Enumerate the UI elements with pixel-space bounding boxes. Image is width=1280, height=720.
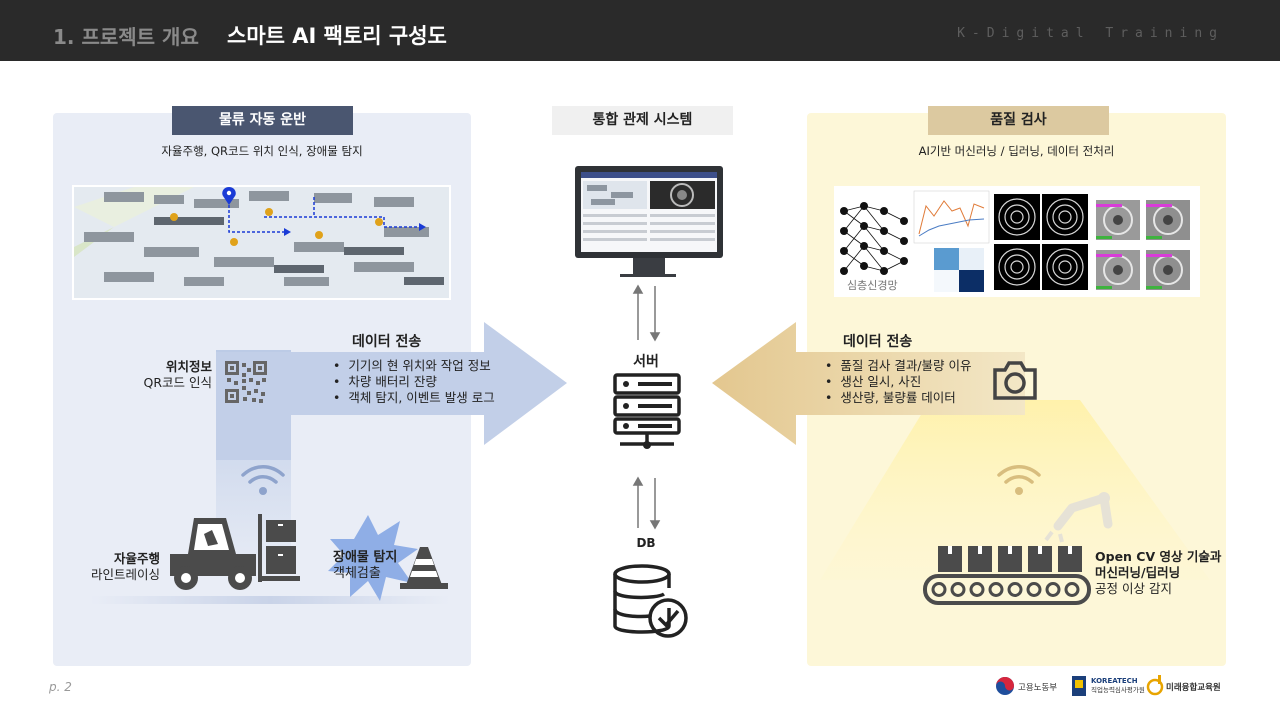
header-bar [0,0,1280,61]
page-number: p. 2 [49,680,72,694]
quality-subtitle: AI기반 머신러닝 / 딥러닝, 데이터 전처리 [918,144,1115,158]
autonomous-title: 자율주행 [113,551,160,566]
list-item: 차량 배터리 잔량 [333,374,495,390]
server-icon [613,373,681,449]
ministry-logo-text: 고용노동부 [1018,683,1058,693]
factory-illustration [72,185,451,300]
logistics-tag: 물류 자동 운반 [172,106,353,135]
database-check-icon [613,564,688,638]
list-item: 품질 검사 결과/불량 이유 [825,358,971,374]
camera-icon [993,361,1037,400]
cv-description: Open CV 영상 기술과 머신러닝/딥러닝 공정 이상 감지 [1095,549,1221,597]
cv-line-3: 공정 이상 감지 [1095,581,1172,596]
koreatech-logo-icon [1072,676,1086,696]
wifi-icon [241,465,285,495]
koreatech-logo-text: KOREATECH 직업능력심사평가원 [1091,677,1145,695]
institute-logo-icon [1146,675,1164,696]
neural-network-icon [843,205,905,272]
bearing-images [994,194,1190,290]
obstacle-title: 장애물 탐지 [333,550,398,565]
monitor-base [620,274,676,277]
section-title: 1. 프로젝트 개요 [53,25,199,49]
logistics-subtitle: 자율주행, QR코드 위치 인식, 장애물 탐지 [161,144,363,158]
light-beam [820,400,1210,580]
server-label: 서버 [633,354,659,370]
right-data-list: 품질 검사 결과/불량 이유 생산 일시, 사진 생산량, 불량률 데이터 [825,358,972,406]
forklift-icon [170,514,300,590]
koreatech-name: KOREATECH [1091,677,1138,685]
monitor-server-arrows [632,284,661,342]
koreatech-subname: 직업능력심사평가원 [1091,686,1145,694]
robot-arm-icon [1044,492,1113,543]
deep-learning-visuals [834,186,1200,297]
conveyor-belt-icon [923,546,1091,605]
right-data-transfer-title: 데이터 전송 [843,334,913,350]
server-db-arrows [632,476,661,530]
autonomous-sub: 라인트레이싱 [90,567,160,582]
brand-label: K-Digital Training [957,26,1224,41]
page-title: 스마트 AI 팩토리 구성도 [227,24,447,48]
obstacle-label: 장애물 탐지 객체검출 [333,550,397,582]
obstacle-burst-icon [328,515,448,601]
confusion-matrix [934,248,984,292]
institute-logo-text: 미래융합교육원 [1166,683,1221,693]
qr-code-icon [225,361,267,403]
list-item: 기기의 현 위치와 작업 정보 [333,358,495,374]
dashboard-screen [581,172,717,252]
cv-line-2: 머신러닝/딥러닝 [1095,565,1181,580]
location-label: 위치정보 QR코드 인식 [140,359,213,391]
list-item: 생산량, 불량률 데이터 [825,390,972,406]
list-item: 객체 탐지, 이벤트 발생 로그 [333,390,494,406]
autonomous-label: 자율주행 라인트레이싱 [60,551,160,583]
nn-caption: 심층신경망 [847,279,898,292]
control-system-tag: 통합 관제 시스템 [552,106,733,135]
location-title: 위치정보 [165,359,212,374]
location-sub: QR코드 인식 [143,375,213,390]
wifi-icon [997,465,1041,495]
obstacle-sub: 객체검출 [333,566,381,581]
db-label: DB [636,536,656,550]
cv-line-1: Open CV 영상 기술과 [1095,549,1222,564]
left-data-transfer-title: 데이터 전송 [352,334,422,350]
ministry-logo-icon [996,677,1014,695]
monitor-stand [633,258,665,276]
floor-line [90,596,450,604]
left-data-list: 기기의 현 위치와 작업 정보 차량 배터리 잔량 객체 탐지, 이벤트 발생 … [333,358,495,406]
list-item: 생산 일시, 사진 [825,374,972,390]
quality-tag: 품질 검사 [928,106,1109,135]
